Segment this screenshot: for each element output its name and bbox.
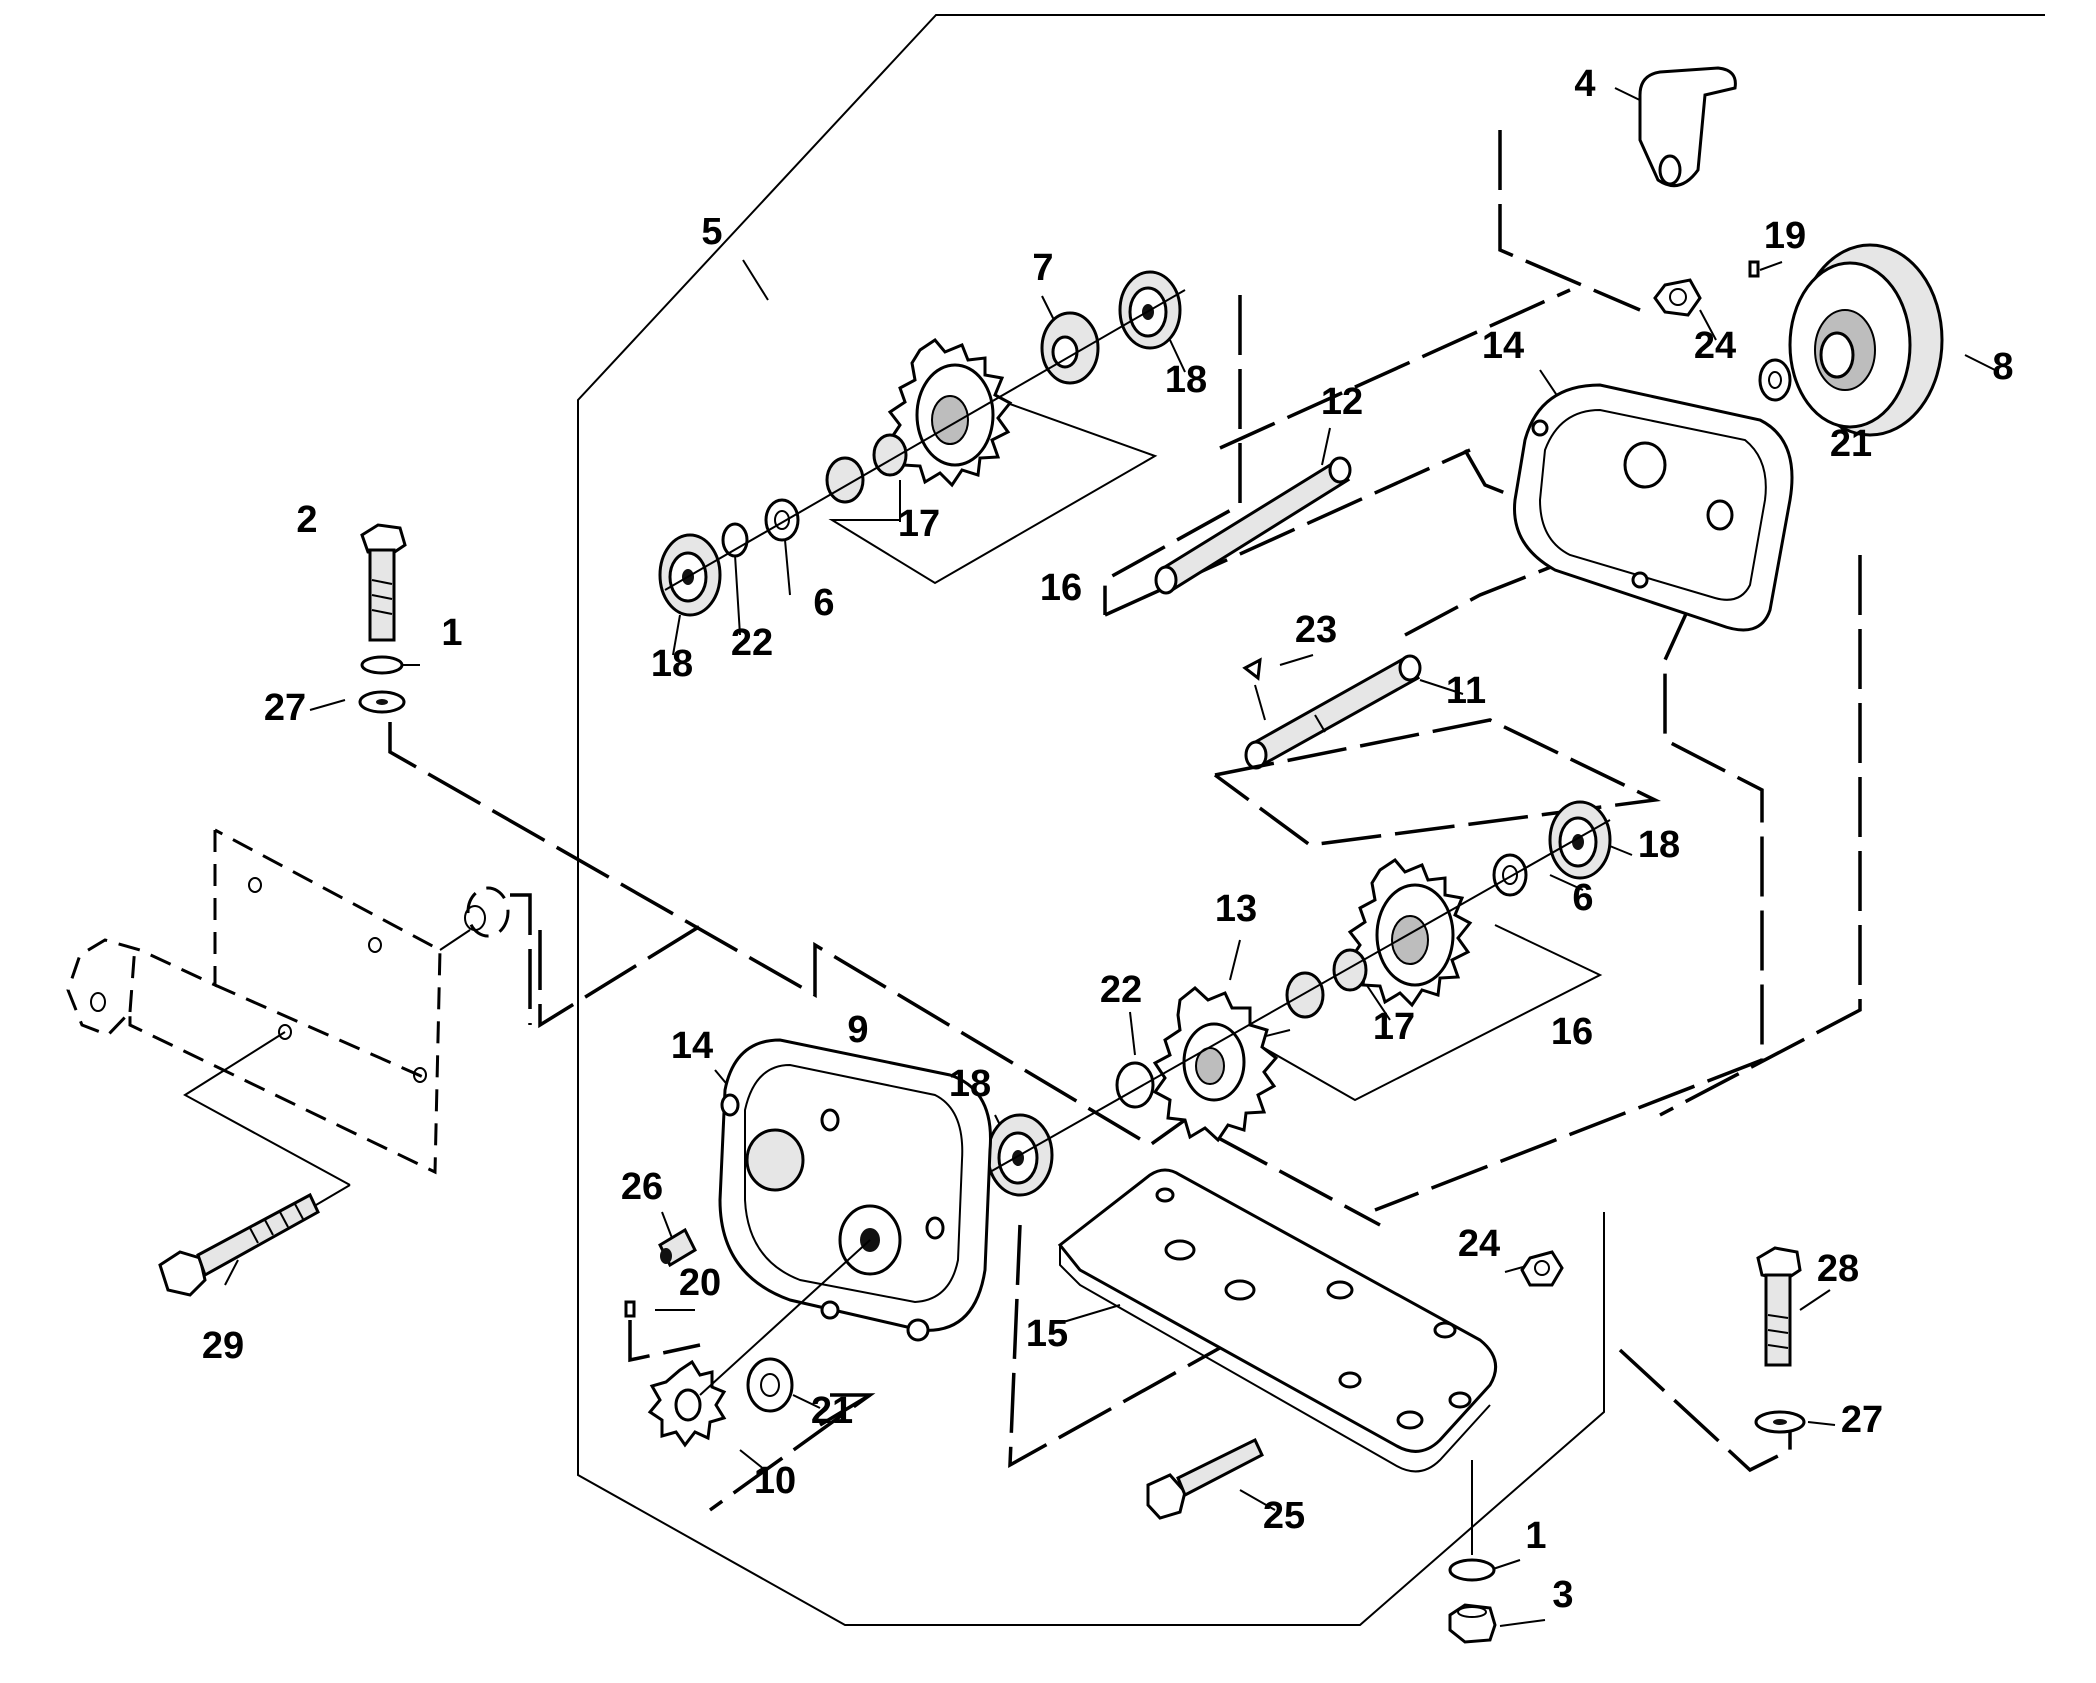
- bracket-4: [1638, 66, 1737, 188]
- callout-lbl-16a: 16: [1040, 567, 1082, 609]
- axis-top-gear: [664, 289, 1186, 591]
- callout-lbl-9: 9: [847, 1009, 868, 1051]
- washer-1-left: [360, 655, 404, 675]
- washer-21-lower: [746, 1357, 794, 1413]
- callout-lbl-8: 8: [1992, 346, 2013, 388]
- washer-27-right: [1754, 1410, 1806, 1434]
- callout-lbl-2: 2: [296, 499, 317, 541]
- washer-21-top: [1758, 358, 1792, 402]
- callout-lbl-24a: 24: [1694, 325, 1736, 367]
- callout-lbl-4: 4: [1574, 63, 1595, 105]
- callout-lbl-7: 7: [1032, 247, 1053, 289]
- callout-lbl-6b: 6: [1572, 877, 1593, 919]
- pin-23: [1242, 657, 1262, 681]
- shaft-11: [1244, 654, 1422, 770]
- screw-26: [658, 1227, 697, 1268]
- callout-lbl-14a: 14: [1482, 325, 1524, 367]
- callout-lbl-12: 12: [1321, 381, 1363, 423]
- callout-lbl-18d: 18: [949, 1063, 991, 1105]
- ring-22-lower: [1115, 1061, 1155, 1109]
- callout-lbl-27b: 27: [1841, 1399, 1883, 1441]
- callout-lbl-1b: 1: [1525, 1515, 1546, 1557]
- housing-14-lower: [718, 1038, 992, 1342]
- plate-link: [510, 893, 532, 1025]
- callout-lbl-22b: 22: [1100, 969, 1142, 1011]
- assembly-lines: [388, 130, 1862, 1512]
- washer-1-bottom: [1448, 1558, 1496, 1582]
- callout-lbl-26: 26: [621, 1166, 663, 1208]
- nut-3: [1448, 1603, 1497, 1644]
- callout-lbl-28: 28: [1817, 1248, 1859, 1290]
- shaft-12: [1154, 456, 1352, 595]
- pulley-8: [1788, 243, 1944, 437]
- bolt-28: [1756, 1246, 1802, 1367]
- mounting-plate-dashed: [66, 828, 471, 1236]
- collar-dashed: [464, 886, 510, 938]
- nut-24-lower: [1520, 1250, 1564, 1287]
- callout-lbl-11: 11: [1446, 670, 1486, 712]
- callout-lbl-15: 15: [1026, 1313, 1068, 1355]
- leader-lines: [224, 87, 1996, 1627]
- gear-7: [1040, 311, 1100, 385]
- shaft-11-frame: [1213, 718, 1662, 847]
- washer-6-top: [764, 498, 800, 542]
- callout-lbl-21b: 21: [811, 1390, 853, 1432]
- callout-lbl-18b: 18: [651, 643, 693, 685]
- bolt-2: [360, 523, 407, 642]
- callout-lbl-22a: 22: [731, 622, 773, 664]
- callout-lbl-13: 13: [1215, 888, 1257, 930]
- sprocket-10: [647, 1359, 727, 1448]
- callout-lbl-21a: 21: [1830, 423, 1872, 465]
- callout-lbl-3: 3: [1552, 1574, 1573, 1616]
- axis-lower-gear: [989, 819, 1611, 1173]
- bushings-17-lower: [1285, 948, 1368, 1019]
- pin-20: [624, 1300, 636, 1318]
- callout-lbl-20: 20: [679, 1262, 721, 1304]
- callout-lbl-5: 5: [701, 211, 722, 253]
- gear-13: [1152, 986, 1279, 1143]
- bearing-18-top-left: [658, 533, 722, 617]
- ring-22-top: [721, 522, 749, 558]
- assembly-outline: [577, 14, 2045, 1626]
- bushings-17-top: [825, 433, 908, 504]
- bolt-25: [1146, 1437, 1264, 1520]
- callout-lbl-24b: 24: [1458, 1223, 1500, 1265]
- nut-24-top: [1653, 278, 1702, 317]
- bolt-29: [158, 1192, 320, 1297]
- callout-lbl-19: 19: [1764, 215, 1806, 257]
- callout-lbl-17a: 17: [898, 503, 940, 545]
- plate-15: [1057, 1168, 1498, 1473]
- callout-lbl-6a: 6: [813, 582, 834, 624]
- callout-lbl-17b: 17: [1373, 1006, 1415, 1048]
- housing-14-top: [1513, 383, 1794, 632]
- callout-lbl-14b: 14: [671, 1025, 713, 1067]
- bearing-18-mid-right: [1548, 800, 1612, 880]
- callout-lbl-10: 10: [754, 1460, 796, 1502]
- pin-19: [1748, 260, 1760, 278]
- callout-lbl-25: 25: [1263, 1495, 1305, 1537]
- callout-lbl-23: 23: [1295, 609, 1337, 651]
- washer-6-mid: [1492, 853, 1528, 897]
- callout-lbl-1a: 1: [441, 612, 462, 654]
- callout-lbl-18a: 18: [1165, 359, 1207, 401]
- callout-lbl-29: 29: [202, 1325, 244, 1367]
- gear-16-top: [887, 338, 1013, 488]
- callout-lbl-18c: 18: [1638, 824, 1680, 866]
- callout-lbl-16b: 16: [1551, 1011, 1593, 1053]
- washer-27-left: [358, 690, 406, 714]
- callout-lbl-27a: 27: [264, 687, 306, 729]
